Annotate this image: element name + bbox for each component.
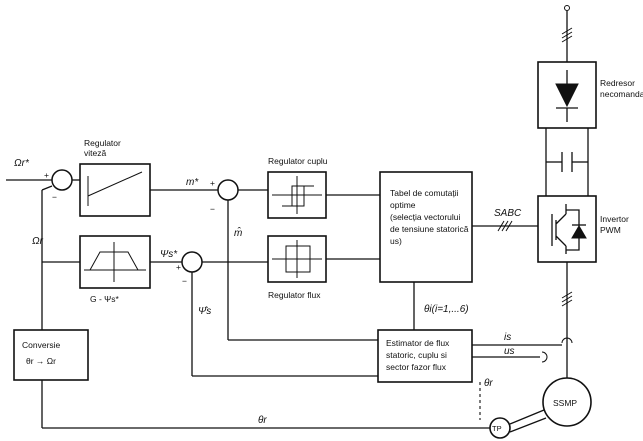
flux-est-label: Ψ̂s [198, 305, 211, 317]
speed-regulator-curve [87, 171, 143, 206]
speed-fb-label: Ωr [32, 236, 44, 247]
estimator-label-2: statoric, cuplu si [386, 350, 447, 360]
rectifier-label-2: necomandat [600, 89, 643, 99]
torque-regulator-label: Regulator cuplu [268, 156, 328, 166]
angle-est-label: θr [484, 378, 493, 389]
flux-sum-plus: + [176, 262, 181, 272]
motor-supply-ticks [561, 291, 573, 307]
current-sensor-tap [561, 337, 573, 344]
position-sensor-label: TP [492, 424, 502, 433]
motor-circle [542, 377, 592, 427]
motor-to-sensor-shaft-2 [509, 417, 547, 433]
voltage-label: us [504, 346, 515, 357]
switching-table-label-5: us) [390, 236, 402, 246]
flux-hysteresis-symbol [272, 240, 322, 278]
voltage-sensor-tap [541, 351, 548, 363]
motor-to-sensor-shaft [509, 409, 545, 425]
speed-sum-minus: − [52, 192, 57, 202]
rectifier-label-1: Redresor [600, 78, 635, 88]
angle-fb-label: θr [258, 415, 267, 426]
torque-ref-label: m* [186, 177, 199, 188]
speed-sum-junction [51, 169, 73, 191]
speed-regulator-label-2: viteză [84, 148, 106, 158]
motor-label: SSMP [553, 398, 577, 408]
inverter-diode-wiring [566, 209, 580, 251]
switching-table-label-1: Tabel de comutații [390, 188, 459, 198]
flux-sum-minus: − [182, 276, 187, 286]
estimator-block [377, 329, 473, 383]
torque-hysteresis-symbol [272, 176, 322, 214]
torque-est-label: m̂ [234, 225, 242, 239]
switch-state-label: SABC [494, 208, 522, 219]
inverter-block [537, 195, 597, 263]
flux-sum-junction [181, 251, 203, 273]
torque-sum-minus: − [210, 204, 215, 214]
switching-table-label-4: de tensiune statorică [390, 224, 469, 234]
switching-table-block [379, 171, 473, 283]
rectifier-diode-icon [555, 83, 579, 108]
inverter-transistor-icon [551, 204, 567, 254]
speed-regulator-label-1: Regulator [84, 138, 121, 148]
supply-terminal [564, 5, 570, 11]
switching-table-label-2: optime [390, 200, 416, 210]
torque-sum-plus: + [210, 178, 215, 188]
estimator-label-1: Estimator de flux [386, 338, 450, 348]
torque-sum-junction [217, 179, 239, 201]
speed-feedback-to-sum [41, 185, 53, 191]
conversion-label-1: Conversie [22, 340, 61, 350]
rectifier-block [537, 61, 597, 129]
conversion-block [13, 329, 89, 381]
flux-function-label: G - Ψs* [90, 294, 120, 304]
flux-regulator-label: Regulator flux [268, 290, 321, 300]
supply-line-ticks [561, 27, 573, 43]
switching-output-ticks [497, 220, 513, 232]
inverter-label-2: PWM [600, 225, 621, 235]
speed-ref-label: Ωr* [14, 158, 30, 169]
current-label: is [504, 332, 511, 343]
estimator-label-3: sector fazor flux [386, 362, 447, 372]
inverter-diode-icon [571, 225, 587, 239]
flux-ref-label: Ψs* [160, 249, 178, 260]
conversion-label-2: θr → Ωr [26, 356, 56, 366]
sector-label: θi(i=1,...6) [424, 304, 469, 315]
speed-regulator-block [79, 163, 151, 217]
switching-table-label-3: (selecția vectorului [390, 212, 461, 222]
speed-sum-plus: + [44, 170, 49, 180]
flux-function-block [79, 235, 151, 289]
flux-function-curve [84, 242, 146, 282]
inverter-label-1: Invertor [600, 214, 629, 224]
